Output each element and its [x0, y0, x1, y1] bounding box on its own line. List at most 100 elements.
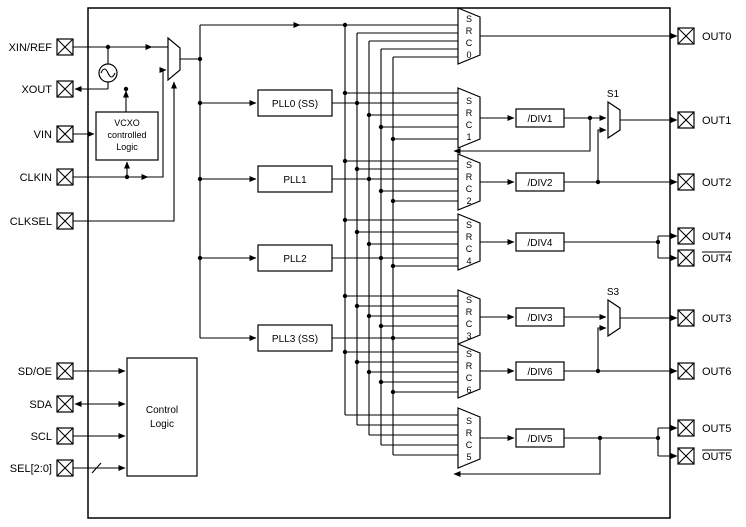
- pll0-block: PLL0 (SS): [257, 89, 333, 117]
- input-label-sda: SDA: [29, 399, 52, 411]
- output-label-out1: OUT1: [702, 115, 731, 127]
- output-label-out6: OUT6: [702, 366, 731, 378]
- input-label-sel: SEL[2:0]: [10, 463, 52, 475]
- div2-block: /DIV2: [515, 172, 565, 192]
- vcxo-label-line1: VCXO: [114, 118, 140, 128]
- input-label-scl: SCL: [31, 431, 52, 443]
- src5-char: C: [466, 440, 473, 450]
- src5-char: S: [466, 416, 472, 426]
- input-label-xin-ref: XIN/REF: [9, 42, 53, 54]
- src6-char: C: [466, 373, 473, 383]
- pll1-block: PLL1: [257, 165, 333, 193]
- control-wiring: [73, 368, 126, 474]
- div4-block: /DIV4: [515, 232, 565, 252]
- src2-char: 2: [466, 196, 471, 206]
- pll0-label: PLL0 (SS): [272, 99, 318, 110]
- pad-out4b: [677, 249, 695, 267]
- src3-mux: S R C 3: [457, 289, 481, 345]
- pll2-label: PLL2: [283, 254, 307, 265]
- output-label-out3: OUT3: [702, 313, 731, 325]
- src2-char: C: [466, 184, 473, 194]
- src6-mux: S R C 6: [457, 343, 481, 399]
- pll2-block: PLL2: [257, 244, 333, 272]
- div1-block: /DIV1: [515, 108, 565, 128]
- pad-sel: [56, 459, 74, 477]
- src4-char: 4: [466, 256, 471, 266]
- oscillator-icon: [98, 63, 118, 83]
- pad-out5b: [677, 447, 695, 465]
- pad-vin: [56, 125, 74, 143]
- vcxo-block: VCXO controlled Logic: [95, 111, 159, 161]
- src4-mux: S R C 4: [457, 213, 481, 271]
- output-label-out5b: OUT5: [702, 451, 731, 463]
- input-label-sdoe: SD/OE: [18, 366, 52, 378]
- chip-boundary: [87, 7, 671, 519]
- pad-xin-ref: [56, 38, 74, 56]
- pll1-label: PLL1: [283, 175, 307, 186]
- pad-out1: [677, 111, 695, 129]
- div3-label: /DIV3: [527, 313, 552, 324]
- src0-char: C: [466, 38, 473, 48]
- s1-mux: S1: [607, 89, 621, 140]
- src1-char: S: [466, 96, 472, 106]
- src4-char: C: [466, 244, 473, 254]
- src1-mux: S R C 1: [457, 87, 481, 149]
- input-labels: XIN/REF XOUT VIN CLKIN CLKSEL SD/OE SDA …: [9, 42, 53, 475]
- src0-char: S: [466, 14, 472, 24]
- div5-label: /DIV5: [527, 434, 552, 445]
- pad-clkin: [56, 168, 74, 186]
- src1-char: C: [466, 120, 473, 130]
- src6-char: S: [466, 349, 472, 359]
- output-label-out5: OUT5: [702, 423, 731, 435]
- control-logic-block: Control Logic: [126, 357, 198, 477]
- src1-char: 1: [466, 132, 471, 142]
- pad-out3: [677, 309, 695, 327]
- vcxo-label-line3: Logic: [116, 142, 138, 152]
- input-label-vin: VIN: [34, 129, 52, 141]
- div6-block: /DIV6: [515, 361, 565, 381]
- src2-char: R: [466, 172, 473, 182]
- src5-char: R: [466, 428, 473, 438]
- pad-out5: [677, 419, 695, 437]
- wiring-clock-inputs: [73, 22, 458, 341]
- src4-char: R: [466, 232, 473, 242]
- s1-label: S1: [607, 89, 620, 100]
- pad-sda: [56, 395, 74, 413]
- src1-char: R: [466, 108, 473, 118]
- output-label-out4b: OUT4: [702, 253, 731, 265]
- div2-label: /DIV2: [527, 178, 552, 189]
- src6-char: 6: [466, 385, 471, 395]
- pad-xout: [56, 80, 74, 98]
- pad-out4: [677, 227, 695, 245]
- output-wiring: [480, 33, 678, 459]
- output-pads: [677, 27, 695, 465]
- input-label-clkin: CLKIN: [20, 172, 52, 184]
- src3-char: R: [466, 307, 473, 317]
- bus-slash-icon: [91, 462, 102, 474]
- div5-block: /DIV5: [515, 428, 565, 448]
- src3-char: 3: [466, 331, 471, 341]
- src0-char: 0: [466, 50, 471, 60]
- input-pads: [56, 38, 74, 477]
- input-label-clksel: CLKSEL: [10, 216, 52, 228]
- pad-out0: [677, 27, 695, 45]
- pll3-label: PLL3 (SS): [272, 334, 318, 345]
- div1-label: /DIV1: [527, 114, 552, 125]
- control-label-line1: Control: [146, 405, 178, 416]
- s3-label: S3: [607, 287, 620, 298]
- div4-label: /DIV4: [527, 238, 552, 249]
- src3-char: S: [466, 295, 472, 305]
- junction-dots: [105, 22, 661, 441]
- pad-sdoe: [56, 362, 74, 380]
- src3-char: C: [466, 319, 473, 329]
- output-label-out4: OUT4: [702, 231, 731, 243]
- pad-out2: [677, 173, 695, 191]
- div3-block: /DIV3: [515, 307, 565, 327]
- output-label-out0: OUT0: [702, 31, 731, 43]
- src2-char: S: [466, 160, 472, 170]
- pad-scl: [56, 427, 74, 445]
- src6-char: R: [466, 361, 473, 371]
- clock-crossbar-wiring: [332, 25, 601, 477]
- src5-char: 5: [466, 452, 471, 462]
